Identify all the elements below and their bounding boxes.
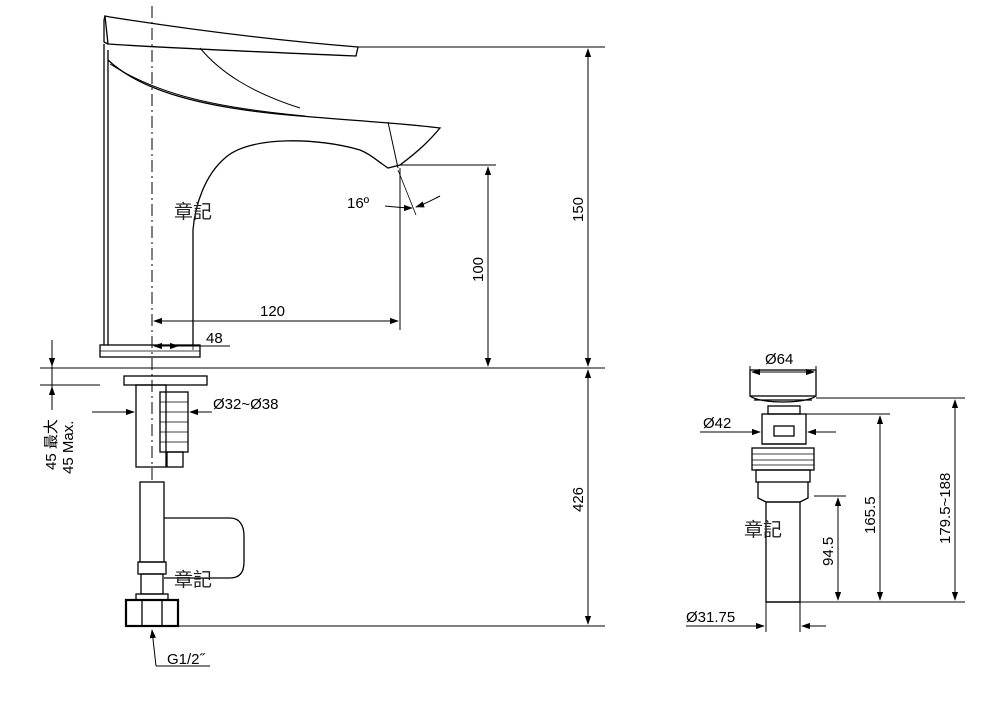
pop-up-drain [749,369,817,603]
drain-cap-diameter-label: Ø64 [765,351,793,368]
drain-body [751,447,815,471]
stamp-lower: 章記 [174,569,212,591]
hose-length-label: 426 [570,487,587,512]
spout-height-label: 100 [470,257,487,282]
drain-tailpiece [765,501,801,603]
mounting-shank [135,384,167,468]
drain-dimensions [686,366,965,632]
drain-total-dim-label: 179.5~188 [937,473,954,544]
thread-label: G1/2˝ [167,651,206,668]
base-offset-label: 48 [206,330,223,347]
total-height-label: 150 [570,197,587,222]
faucet-dimensions [40,46,605,667]
drain-body-diameter-label: Ø42 [703,415,731,432]
drain-cap [749,369,817,397]
drain-mid-dim-label: 165.5 [862,496,879,534]
hose-nut [124,598,180,628]
drain-tail-diameter-label: Ø31.75 [686,609,735,626]
reach-dimension-label: 120 [260,303,285,320]
drain-stamp: 章記 [744,519,782,541]
mounting-plate [123,375,208,386]
drain-short-dim-label: 94.5 [820,537,837,566]
deck-thickness-cn-label: 45 最大 [43,419,60,470]
shank-diameter-label: Ø32~Ø38 [213,396,278,413]
supply-hose [139,481,165,563]
faucet-body [99,6,442,628]
faucet-handle [104,15,359,57]
spout-angle-label: 16º [347,195,370,212]
stamp-upper: 章記 [174,201,212,223]
deck-thickness-en-label: 45 Max. [60,421,77,474]
